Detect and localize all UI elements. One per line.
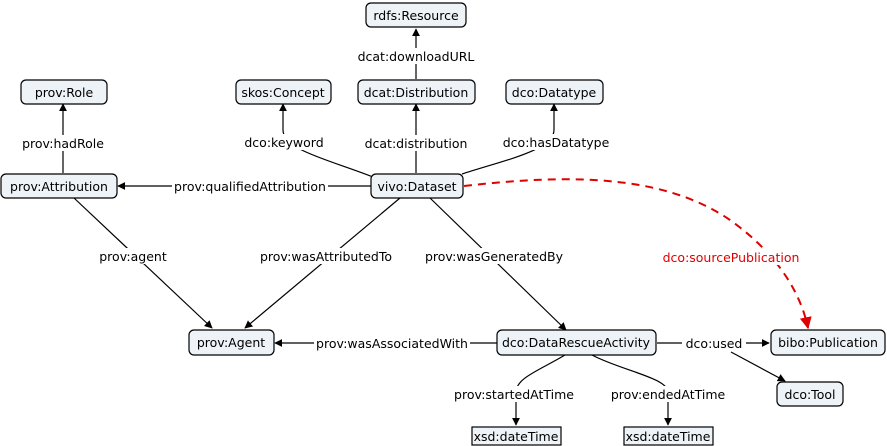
node-label-prov-attribution: prov:Attribution xyxy=(10,179,108,194)
edge-label-qualified-attribution: prov:qualifiedAttribution xyxy=(174,179,326,194)
node-dco-datarescueactivity[interactable]: dco:DataRescueActivity xyxy=(496,329,657,356)
edge-used-tool xyxy=(730,351,786,382)
edge-label-has-datatype: dco:hasDatatype xyxy=(503,135,610,150)
node-label-dco-datatype: dco:Datatype xyxy=(512,85,597,100)
edge-label-was-generated-by: prov:wasGeneratedBy xyxy=(425,249,564,264)
node-label-xsd-datetime-end: xsd:dateTime xyxy=(626,429,711,444)
node-xsd-datetime-end[interactable]: xsd:dateTime xyxy=(623,426,714,446)
edge-used: dco:used xyxy=(657,335,770,351)
node-label-rdfs-resource: rdfs:Resource xyxy=(373,8,459,23)
node-prov-attribution[interactable]: prov:Attribution xyxy=(0,173,118,199)
node-label-vivo-dataset: vivo:Dataset xyxy=(377,179,456,194)
node-label-bibo-publication: bibo:Publication xyxy=(778,335,878,350)
edge-keyword: dco:keyword xyxy=(240,103,374,178)
node-dcat-distribution[interactable]: dcat:Distribution xyxy=(357,79,476,105)
node-prov-role[interactable]: prov:Role xyxy=(20,79,108,105)
edge-ended-at-time: prov:endedAtTime xyxy=(591,354,728,426)
edge-label-ended-at-time: prov:endedAtTime xyxy=(611,387,726,402)
node-label-prov-agent: prov:Agent xyxy=(197,335,265,350)
edge-label-used: dco:used xyxy=(686,336,743,351)
edge-label-had-role: prov:hadRole xyxy=(22,136,104,151)
edge-was-attributed-to: prov:wasAttributedTo xyxy=(244,197,401,329)
node-label-dcat-distribution: dcat:Distribution xyxy=(364,85,469,100)
edge-distribution: dcat:distribution xyxy=(364,103,468,173)
edge-qualified-attribution: prov:qualifiedAttribution xyxy=(117,178,371,194)
edge-label-was-associated-with: prov:wasAssociatedWith xyxy=(316,336,468,351)
edge-label-source-publication: dco:sourcePublication xyxy=(663,250,800,265)
node-label-prov-role: prov:Role xyxy=(35,85,94,100)
edge-label-agent: prov:agent xyxy=(99,249,167,264)
node-label-dco-datarescueactivity: dco:DataRescueActivity xyxy=(502,335,651,350)
node-label-dco-tool: dco:Tool xyxy=(785,387,836,402)
edge-label-started-at-time: prov:startedAtTime xyxy=(454,387,574,402)
edge-started-at-time: prov:startedAtTime xyxy=(452,354,580,426)
node-dco-tool[interactable]: dco:Tool xyxy=(776,381,844,407)
node-vivo-dataset[interactable]: vivo:Dataset xyxy=(370,173,464,199)
node-skos-concept[interactable]: skos:Concept xyxy=(235,79,332,105)
edge-was-generated-by: prov:wasGeneratedBy xyxy=(424,197,567,331)
edge-had-role: prov:hadRole xyxy=(15,103,111,173)
node-dco-datatype[interactable]: dco:Datatype xyxy=(505,79,604,105)
edge-has-datatype: dco:hasDatatype xyxy=(461,103,612,175)
node-prov-agent[interactable]: prov:Agent xyxy=(188,329,275,356)
node-rdfs-resource[interactable]: rdfs:Resource xyxy=(365,2,467,28)
edge-label-download-url: dcat:downloadURL xyxy=(358,49,475,64)
edge-agent: prov:agent xyxy=(73,197,213,329)
node-bibo-publication[interactable]: bibo:Publication xyxy=(770,329,886,356)
edge-label-keyword: dco:keyword xyxy=(244,135,323,150)
node-label-skos-concept: skos:Concept xyxy=(241,85,324,100)
edge-label-distribution: dcat:distribution xyxy=(365,136,468,151)
node-xsd-datetime-start[interactable]: xsd:dateTime xyxy=(471,426,562,446)
edge-was-associated-with: prov:wasAssociatedWith xyxy=(274,335,497,351)
edge-download-url: dcat:downloadURL xyxy=(356,28,476,79)
edge-label-was-attributed-to: prov:wasAttributedTo xyxy=(260,249,392,264)
edge-source-publication: dco:sourcePublication xyxy=(463,178,812,330)
node-label-xsd-datetime-start: xsd:dateTime xyxy=(474,429,559,444)
